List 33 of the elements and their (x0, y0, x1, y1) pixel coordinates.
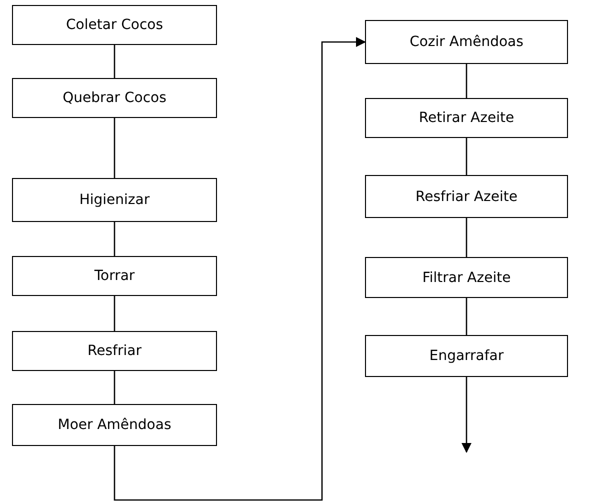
step-label: Cozir Amêndoas (410, 34, 524, 50)
connector-line (466, 64, 468, 98)
connector-line (114, 45, 116, 78)
step-label: Resfriar Azeite (416, 188, 518, 204)
step-label: Retirar Azeite (418, 110, 514, 126)
connector-line (114, 371, 116, 404)
arrow (114, 37, 366, 501)
step-label: Resfriar (88, 343, 142, 359)
step-label: Coletar Cocos (66, 17, 163, 33)
process-box (365, 175, 568, 218)
process-box (12, 5, 217, 45)
step-label: Filtrar Azeite (422, 270, 511, 286)
step-label: Torrar (94, 268, 135, 284)
process-box (12, 178, 217, 222)
step-label: Higienizar (79, 192, 150, 208)
connector-line (114, 222, 116, 256)
process-box (365, 257, 568, 298)
process-box (12, 404, 217, 446)
process-box (12, 256, 217, 296)
process-box (12, 78, 217, 118)
connector-line (466, 298, 468, 335)
process-box (365, 98, 568, 138)
process-box (365, 20, 568, 64)
connector-line (466, 138, 468, 175)
process-box (365, 335, 568, 377)
arrow (462, 377, 472, 453)
step-label: Moer Amêndoas (58, 417, 172, 433)
process-box (12, 331, 217, 371)
connector-line (114, 118, 116, 178)
step-label: Quebrar Cocos (62, 90, 166, 106)
connector-line (114, 296, 116, 331)
connector-line (466, 218, 468, 257)
step-label: Engarrafar (429, 348, 504, 364)
